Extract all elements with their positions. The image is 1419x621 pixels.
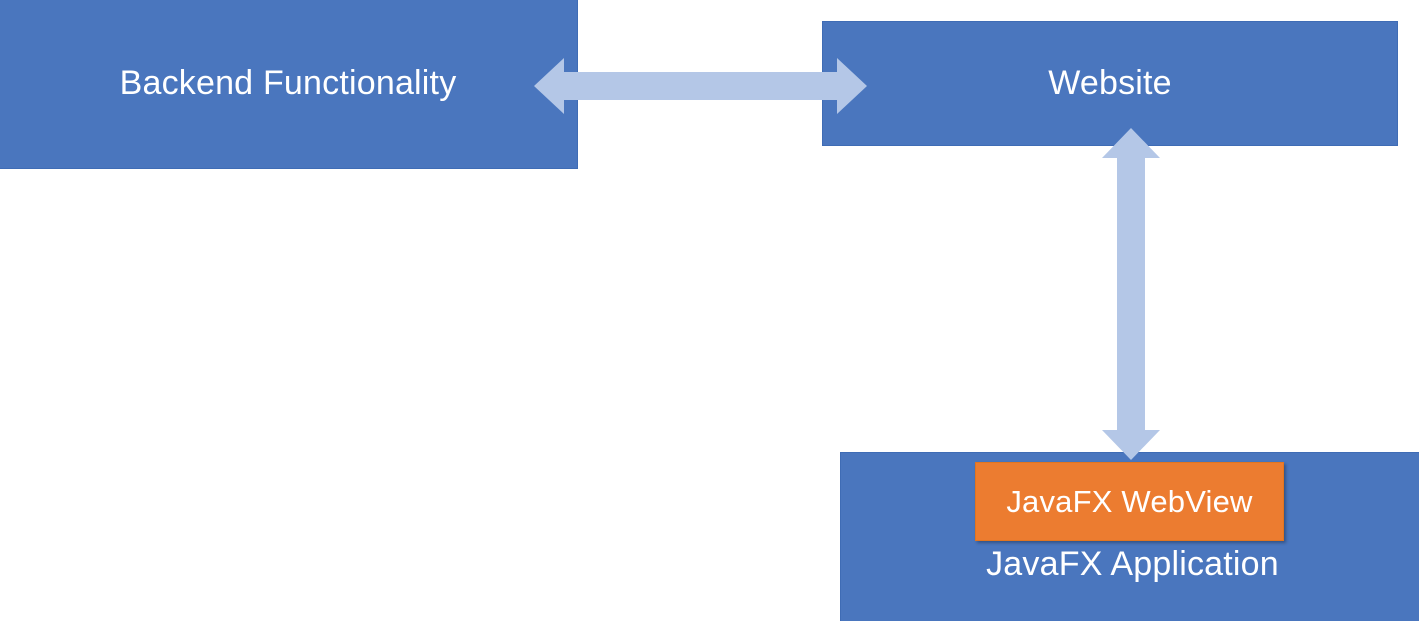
- javafx-webview-box[interactable]: JavaFX WebView: [975, 462, 1284, 541]
- backend-functionality-box[interactable]: Backend Functionality: [0, 0, 578, 169]
- javafx-application-label: JavaFX Application: [986, 545, 1279, 583]
- website-box[interactable]: Website: [822, 21, 1398, 146]
- backend-functionality-label: Backend Functionality: [119, 64, 457, 102]
- javafx-webview-label: JavaFX WebView: [1006, 483, 1253, 519]
- double-headed-vertical-arrow-icon: [1102, 128, 1160, 460]
- double-headed-horizontal-arrow-icon: [534, 58, 867, 114]
- website-label: Website: [1048, 64, 1172, 102]
